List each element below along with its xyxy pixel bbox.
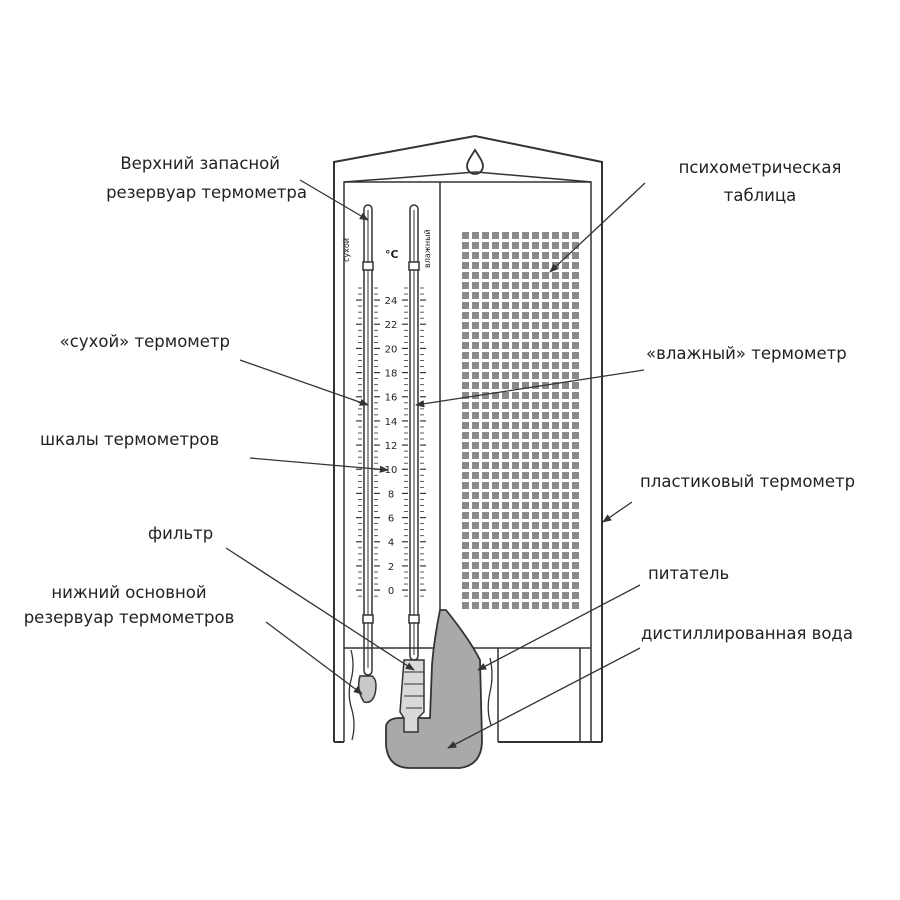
- arrow-scales: [249, 457, 389, 473]
- arrow-top-reservoir: [299, 179, 369, 221]
- psychrometric-table: [461, 231, 581, 611]
- scale-value: 12: [385, 441, 398, 452]
- arrow-distilled-water: [447, 647, 641, 749]
- label-bottom-reservoir-line2: резервуар термометров: [23, 608, 235, 627]
- scale-value: 6: [388, 514, 394, 525]
- arrow-filter: [225, 547, 415, 671]
- label-bottom-reservoir-line1: нижний основной: [51, 583, 207, 602]
- mount-bracket-right: [487, 657, 493, 726]
- leader-arrows: [225, 179, 646, 749]
- scale-value: 8: [388, 489, 394, 500]
- scale-value: 20: [385, 344, 398, 355]
- label-scales: шкалы термометров: [40, 430, 220, 449]
- label-filter: фильтр: [148, 524, 214, 543]
- water-reservoir: [385, 609, 483, 769]
- arrow-bottom-reservoir: [265, 621, 363, 695]
- arrow-plastic-thermometer: [602, 501, 633, 523]
- scale-value: 16: [385, 393, 398, 404]
- mount-bracket: [348, 649, 355, 741]
- label-psychrometric-table-line1: психометрическая: [678, 158, 842, 177]
- wet-tube-label: влажный: [423, 229, 432, 268]
- label-top-reservoir-line2: резервуар термометра: [106, 183, 307, 202]
- unit-label: °C: [385, 248, 399, 261]
- wick-filter: [399, 659, 425, 733]
- scale-value: 18: [385, 369, 398, 380]
- scale-value: 22: [385, 320, 398, 331]
- scale-value: 0: [388, 586, 394, 597]
- arrow-wet-thermometer: [415, 369, 645, 408]
- scale-value: 24: [385, 296, 398, 307]
- label-plastic-thermometer: пластиковый термометр: [640, 472, 856, 491]
- arrow-psychrometric-table: [549, 182, 646, 273]
- scale-value: 4: [388, 538, 394, 549]
- scale-value: 14: [385, 417, 398, 428]
- label-psychrometric-table-line2: таблица: [723, 186, 797, 205]
- arrow-dry-thermometer: [239, 359, 369, 406]
- arrow-feeder: [477, 584, 641, 671]
- scale-value: 2: [388, 562, 394, 573]
- label-wet-thermometer: «влажный» термометр: [646, 344, 847, 363]
- dry-tube-label: сухой: [342, 238, 351, 262]
- wet-thermometer: [408, 204, 420, 661]
- scale-value: 10: [385, 465, 398, 476]
- dry-thermometer: [357, 204, 377, 704]
- hanging-hole-icon: [466, 148, 484, 175]
- label-dry-thermometer: «сухой» термометр: [59, 332, 230, 351]
- label-distilled-water: дистиллированная вода: [641, 624, 853, 643]
- label-top-reservoir-line1: Верхний запасной: [120, 154, 280, 173]
- label-feeder: питатель: [648, 564, 730, 583]
